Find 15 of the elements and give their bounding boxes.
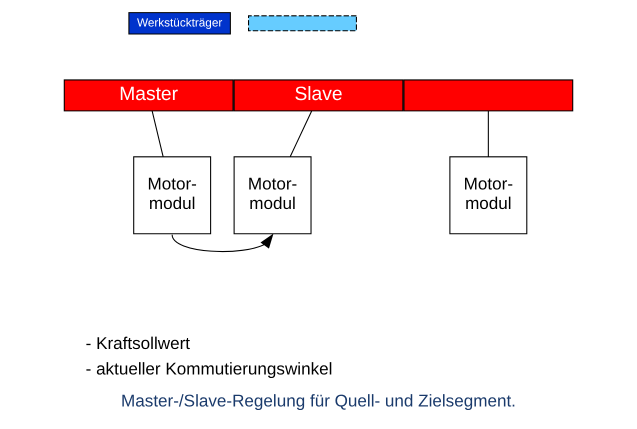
connector xyxy=(152,110,164,157)
node-box: Slave xyxy=(234,79,404,112)
node-box: Motor- modul xyxy=(449,156,528,234)
node-box: Master xyxy=(64,79,234,112)
node-box: Motor- modul xyxy=(234,156,312,234)
node-box xyxy=(248,15,357,32)
caption: Master-/Slave-Regelung für Quell- und Zielsegment. xyxy=(121,392,516,411)
node-box: Werkstückträger xyxy=(128,12,231,34)
arrow xyxy=(172,233,274,252)
connector xyxy=(488,110,489,156)
node-box: Motor- modul xyxy=(133,156,212,234)
connector xyxy=(290,110,312,157)
label: - aktueller Kommutierungswinkel xyxy=(86,360,332,379)
node-box xyxy=(403,79,574,112)
label: - Kraftsollwert xyxy=(86,334,190,353)
